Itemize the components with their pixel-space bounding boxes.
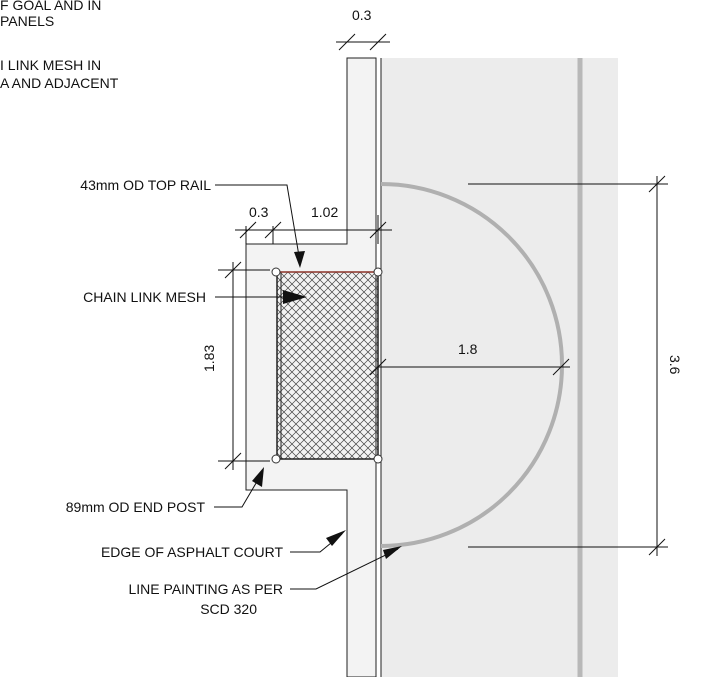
- dimension-arc-radius: 1.8: [458, 341, 478, 357]
- semicircle-line-painting: [380, 182, 564, 548]
- note-top-left-line1: F GOAL AND IN: [0, 0, 101, 13]
- note-top-left-line2: PANELS: [0, 13, 54, 29]
- note-top-left-line3: I LINK MESH IN: [0, 57, 101, 73]
- callout-top-rail: 43mm OD TOP RAIL: [80, 177, 211, 193]
- callout-line-painting-2: SCD 320: [200, 601, 257, 617]
- post-circle-top-left: [271, 267, 281, 277]
- callout-end-post: 89mm OD END POST: [66, 499, 206, 515]
- dimension-top-width: 0.3: [352, 7, 372, 23]
- dimension-mesh-height: 1.83: [201, 345, 217, 372]
- dimension-inner-width: 1.02: [311, 204, 338, 220]
- chain-link-mesh-panel: [276, 271, 379, 460]
- note-top-left-line4: A AND ADJACENT: [0, 75, 119, 91]
- post-circle-top-right: [373, 267, 383, 277]
- callout-line-painting-1: LINE PAINTING AS PER: [128, 581, 283, 597]
- dimension-arc-span: 3.6: [667, 355, 683, 375]
- leader-arrowheads: [252, 251, 402, 559]
- post-circle-bottom-right: [373, 454, 383, 464]
- post-circle-bottom-left: [271, 454, 281, 464]
- callout-chain-link-mesh: CHAIN LINK MESH: [83, 289, 206, 305]
- callout-asphalt-edge: EDGE OF ASPHALT COURT: [101, 544, 283, 560]
- dimension-inner-offset: 0.3: [249, 204, 269, 220]
